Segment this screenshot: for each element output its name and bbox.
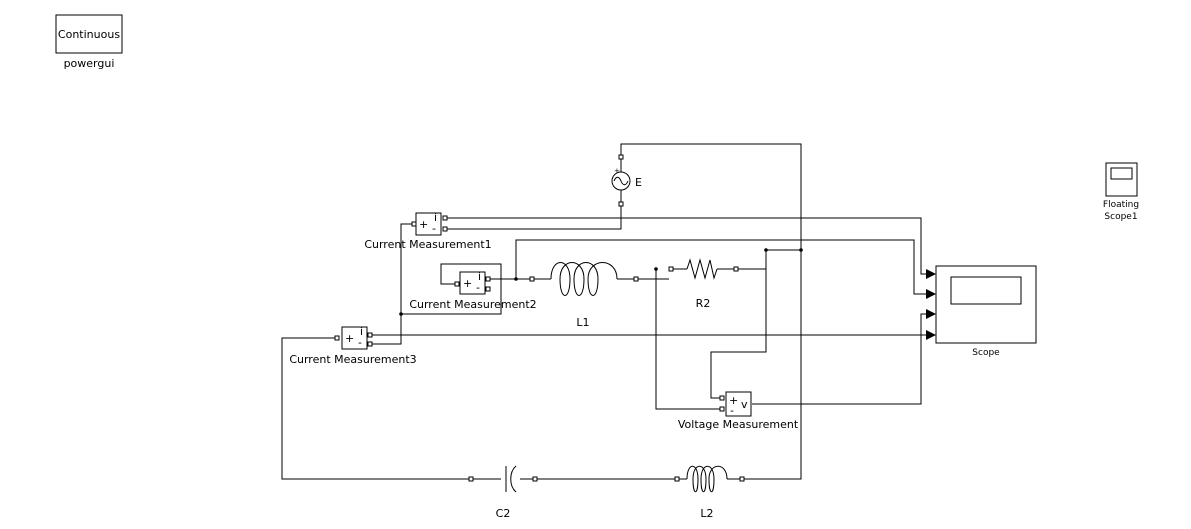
minus-glyph: - — [432, 222, 436, 235]
junction-dots — [399, 248, 803, 316]
source-label: E — [635, 176, 642, 189]
cm3-label: Current Measurement3 — [289, 353, 416, 366]
floating-scope-block[interactable]: Floating Scope1 — [1103, 162, 1139, 222]
plus-glyph: + — [345, 332, 354, 345]
current-measurement1-block[interactable]: + - i Current Measurement1 — [364, 211, 491, 251]
capacitor-c2-block[interactable]: C2 — [468, 465, 538, 520]
inductor-l2-block[interactable]: L2 — [674, 465, 745, 520]
plus-glyph: + — [419, 218, 428, 231]
plus-glyph: + — [463, 277, 472, 290]
r2-label: R2 — [696, 297, 711, 310]
powergui-block[interactable]: Continuous powergui — [55, 14, 123, 70]
minus-glyph: - — [730, 404, 734, 417]
v-glyph: v — [741, 398, 748, 411]
i-glyph: i — [360, 325, 363, 338]
ac-voltage-source-block[interactable]: + E — [611, 154, 642, 207]
svg-text:+: + — [614, 167, 620, 175]
floating-scope-label-line2: Scope1 — [1104, 212, 1137, 222]
inductor-l1-block[interactable]: L1 — [529, 262, 639, 330]
plus-glyph: + — [729, 394, 738, 407]
l2-label: L2 — [700, 507, 713, 520]
c2-label: C2 — [496, 507, 511, 520]
l1-label: L1 — [576, 316, 589, 329]
floating-scope-label-line1: Floating — [1103, 200, 1139, 210]
resistor-r2-block[interactable]: R2 — [668, 258, 739, 310]
minus-glyph: - — [476, 281, 480, 294]
i-glyph: i — [478, 270, 481, 283]
scope-label: Scope — [972, 348, 1000, 358]
minus-glyph: - — [358, 336, 362, 349]
current-measurement3-block[interactable]: + - i Current Measurement3 — [289, 325, 416, 366]
cm1-label: Current Measurement1 — [364, 238, 491, 251]
cm2-label: Current Measurement2 — [409, 298, 536, 311]
powergui-mode-label: Continuous — [58, 28, 120, 41]
powergui-label: powergui — [64, 57, 115, 70]
signal-wires — [281, 143, 930, 480]
i-glyph: i — [434, 211, 437, 224]
scope-block[interactable]: Scope — [926, 265, 1037, 358]
voltage-measurement-block[interactable]: + - v Voltage Measurement — [678, 391, 799, 431]
current-measurement2-block[interactable]: + - i Current Measurement2 — [409, 270, 536, 311]
vm-label: Voltage Measurement — [678, 418, 799, 431]
